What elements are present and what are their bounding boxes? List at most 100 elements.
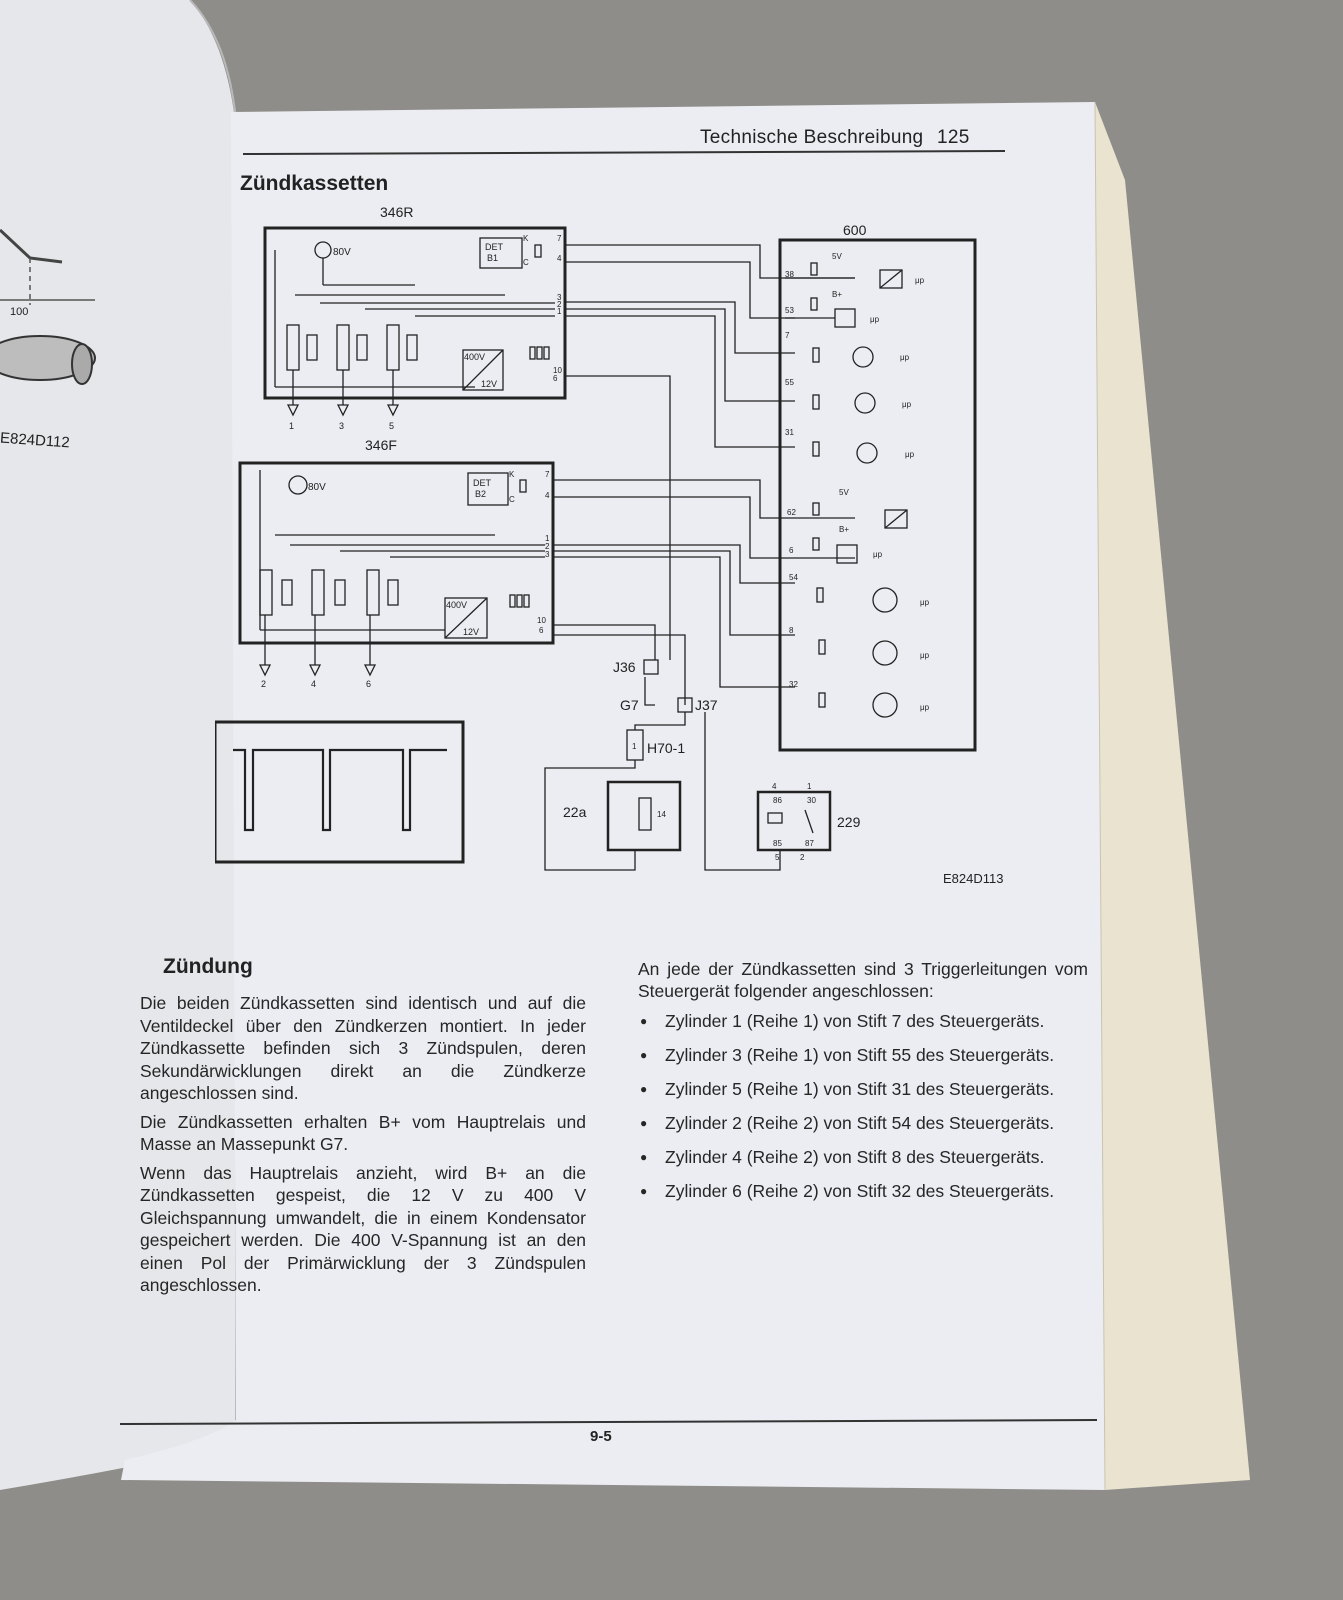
ecu-pin-6: 6: [789, 546, 794, 555]
ecu-up-2: μp: [870, 315, 880, 324]
cassette-f-cap: 80V: [308, 482, 326, 493]
header-page-number: 125: [937, 127, 970, 148]
left-scale-mark: 100: [10, 306, 29, 318]
det-b1-line2: B1: [487, 253, 498, 263]
det-b1-c: C: [523, 258, 529, 267]
zuendung-paragraph-3: Wenn das Hauptrelais anzieht, wird B+ an…: [140, 1162, 586, 1296]
connector-j37: J37: [695, 697, 718, 713]
list-item: Zylinder 6 (Reihe 2) von Stift 32 des St…: [638, 1180, 1088, 1203]
f-pin-7: 7: [545, 470, 550, 479]
r-output-1: 1: [289, 421, 294, 431]
r-output-3: 5: [389, 421, 394, 431]
relay-229-inner-30: 30: [807, 796, 816, 805]
cassette-346r-box: [263, 226, 567, 400]
relay-229-box: [756, 790, 832, 852]
list-item: Zylinder 3 (Reihe 1) von Stift 55 des St…: [638, 1044, 1088, 1067]
f-pin-1: 1: [545, 534, 550, 543]
ecu-bplus-1: B+: [832, 290, 842, 299]
r-pin-1: 1: [557, 307, 562, 316]
connector-h70-pin: 1: [632, 742, 637, 751]
diagram-code: E824D113: [943, 871, 1003, 886]
zuendung-text: Die beiden Zündkassetten sind identisch …: [140, 992, 586, 1303]
ecu-up-5: μp: [905, 450, 915, 459]
ecu-pin-38: 38: [785, 270, 794, 279]
r-pin-7: 7: [557, 234, 562, 243]
ecu-600-box: [778, 238, 977, 752]
cassette-f-label: 346F: [365, 437, 397, 453]
zuendung-paragraph-2: Die Zündkassetten erhalten B+ vom Hauptr…: [140, 1111, 586, 1155]
ecu-pin-31: 31: [785, 428, 794, 437]
relay-229-top-left: 4: [772, 782, 777, 791]
det-b1-k: K: [523, 234, 529, 243]
trigger-column: An jede der Zündkassetten sind 3 Trigger…: [638, 958, 1088, 1214]
ecu-up-7: μp: [920, 598, 930, 607]
cassette-r-label: 346R: [380, 205, 413, 220]
ecu-pin-8: 8: [789, 626, 794, 635]
f-pin-10: 10: [537, 616, 546, 625]
f-pin-4: 4: [545, 491, 550, 500]
trigger-intro: An jede der Zündkassetten sind 3 Trigger…: [638, 959, 1088, 1001]
conv-f-top: 400V: [446, 600, 467, 610]
det-b2-line2: B2: [475, 489, 486, 499]
f-pin-3: 3: [545, 550, 550, 559]
ecu-5v-2: 5V: [839, 488, 849, 497]
cassette-r-cap: 80V: [333, 247, 351, 258]
r-pin-3: 3: [557, 293, 562, 302]
ecu-up-4: μp: [902, 400, 912, 409]
r-pin-6: 6: [553, 374, 558, 383]
ecu-label: 600: [843, 222, 867, 238]
ecu-up-6: μp: [873, 550, 883, 559]
section-title: Zündkassetten: [240, 172, 389, 195]
list-item: Zylinder 2 (Reihe 2) von Stift 54 des St…: [638, 1112, 1088, 1135]
ecu-up-3: μp: [900, 353, 910, 362]
relay-229-inner-87: 87: [805, 839, 814, 848]
ecu-up-8: μp: [920, 651, 930, 660]
f-pin-6: 6: [539, 626, 544, 635]
relay-22a-pin: 14: [657, 810, 666, 819]
relay-22a-label: 22a: [563, 804, 587, 820]
zuendung-paragraph-1: Die beiden Zündkassetten sind identisch …: [140, 993, 586, 1103]
f-output-3: 6: [366, 679, 371, 689]
relay-229-inner-85: 85: [773, 839, 782, 848]
ecu-pin-62: 62: [787, 508, 796, 517]
relay-229-label: 229: [837, 814, 861, 830]
det-b2-k: K: [509, 470, 515, 479]
ecu-bplus-2: B+: [839, 525, 849, 534]
ecu-5v-1: 5V: [832, 252, 842, 261]
list-item: Zylinder 1 (Reihe 1) von Stift 7 des Ste…: [638, 1010, 1088, 1033]
relay-229-bottom-left: 5: [775, 853, 780, 862]
waveform-box: [215, 720, 465, 864]
running-header: Technische Beschreibung 125: [700, 127, 970, 149]
conv-f-bottom: 12V: [463, 627, 479, 637]
det-b2-c: C: [509, 495, 515, 504]
relay-22a-box: [606, 780, 682, 852]
zuendung-title: Zündung: [163, 955, 253, 978]
list-item: Zylinder 4 (Reihe 2) von Stift 8 des Ste…: [638, 1146, 1088, 1169]
f-output-1: 2: [261, 679, 266, 689]
conv-r-top: 400V: [464, 352, 485, 362]
ecu-pin-55: 55: [785, 378, 794, 387]
footer-page-number: 9-5: [590, 1428, 612, 1445]
ecu-pin-7: 7: [785, 331, 790, 340]
ecu-up-1: μp: [915, 276, 925, 285]
ground-g7: G7: [620, 697, 639, 713]
ecu-pin-53: 53: [785, 306, 794, 315]
det-b2-line1: DET: [473, 478, 492, 488]
header-title: Technische Beschreibung: [700, 127, 924, 148]
trigger-list: Zylinder 1 (Reihe 1) von Stift 7 des Ste…: [638, 1010, 1088, 1203]
connector-h70: H70-1: [647, 740, 685, 756]
connector-j36: J36: [613, 659, 636, 675]
r-pin-2: 2: [557, 300, 562, 309]
ecu-up-9: μp: [920, 703, 930, 712]
ignition-wiring-diagram: 346R 346F 600 80V 80V DET B1 DET B2 K C …: [215, 205, 1003, 886]
f-pin-2: 2: [545, 542, 550, 551]
ecu-pin-54: 54: [789, 573, 798, 582]
list-item: Zylinder 5 (Reihe 1) von Stift 31 des St…: [638, 1078, 1088, 1101]
relay-229-inner-86: 86: [773, 796, 782, 805]
ecu-pin-32: 32: [789, 680, 798, 689]
det-b1-line1: DET: [485, 242, 504, 252]
r-pin-4: 4: [557, 254, 562, 263]
relay-229-bottom-right: 2: [800, 853, 805, 862]
r-output-2: 3: [339, 421, 344, 431]
